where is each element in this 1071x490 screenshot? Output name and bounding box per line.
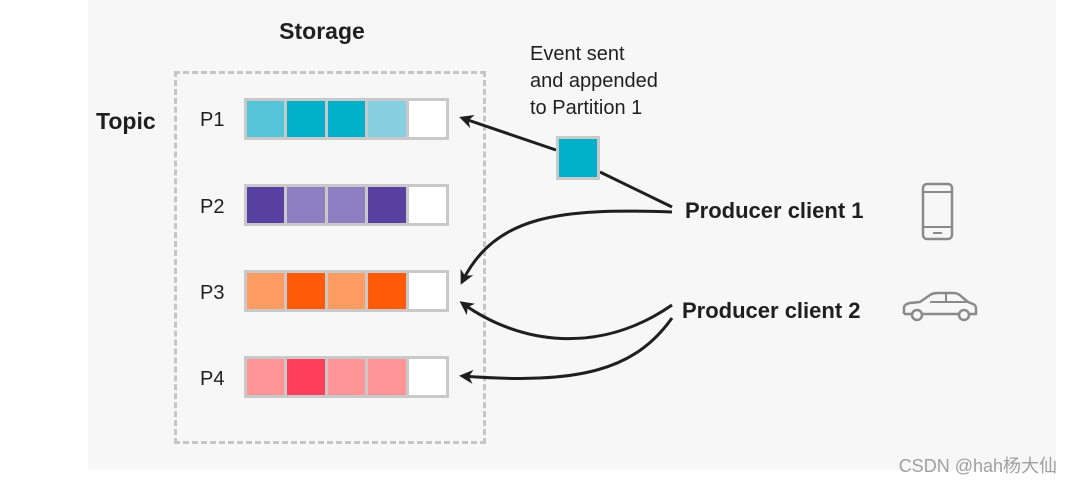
partition-cell-3 (327, 187, 366, 223)
arrow-producer1-to-event (599, 170, 673, 209)
partition-cell-4 (368, 359, 406, 395)
event-annotation-line: and appended (530, 70, 658, 92)
partition-cell-1 (247, 101, 285, 137)
partition-cell-1 (247, 187, 285, 223)
partition-p4 (244, 356, 449, 398)
partition-cell-4 (368, 101, 406, 137)
producer-client-1-label: Producer client 1 (685, 198, 864, 223)
partition-label-p4: P4 (200, 368, 225, 390)
partition-cell-3 (327, 359, 366, 395)
partition-cell-5 (408, 101, 447, 137)
partition-p2 (244, 184, 449, 226)
phone-icon (921, 182, 954, 241)
partition-p3 (244, 270, 449, 312)
partition-cell-3 (327, 101, 366, 137)
watermark: CSDN @hah杨大仙 (898, 456, 1057, 476)
car-icon (902, 291, 978, 322)
partition-label-p1: P1 (200, 109, 225, 131)
topic-label: Topic (96, 108, 156, 134)
arrow-event-to-p1 (459, 114, 557, 152)
partition-cell-2 (287, 187, 325, 223)
partition-cell-2 (287, 359, 325, 395)
partition-cell-2 (287, 273, 325, 309)
arrow-producer1-to-p3 (460, 209, 673, 285)
event-annotation: Event sent and appended to Partition 1 (530, 41, 700, 122)
partition-cell-3 (327, 273, 366, 309)
partition-cell-5 (408, 187, 447, 223)
event-annotation-line: to Partition 1 (530, 97, 643, 119)
partition-label-p3: P3 (200, 282, 225, 304)
partition-p1 (244, 98, 449, 140)
partition-cell-2 (287, 101, 325, 137)
storage-title: Storage (279, 18, 365, 44)
partition-cell-4 (368, 273, 406, 309)
arrow-producer2-to-p3 (459, 301, 673, 341)
arrow-producer2-to-p4 (459, 317, 674, 384)
partition-label-p2: P2 (200, 196, 225, 218)
event-square (556, 136, 600, 180)
partition-cell-5 (408, 359, 447, 395)
event-annotation-line: Event sent (530, 43, 625, 65)
producer-client-2-label: Producer client 2 (682, 298, 861, 323)
storage-box (174, 71, 486, 444)
partition-cell-1 (247, 359, 285, 395)
partition-cell-4 (368, 187, 406, 223)
partition-cell-5 (408, 273, 447, 309)
partition-cell-1 (247, 273, 285, 309)
